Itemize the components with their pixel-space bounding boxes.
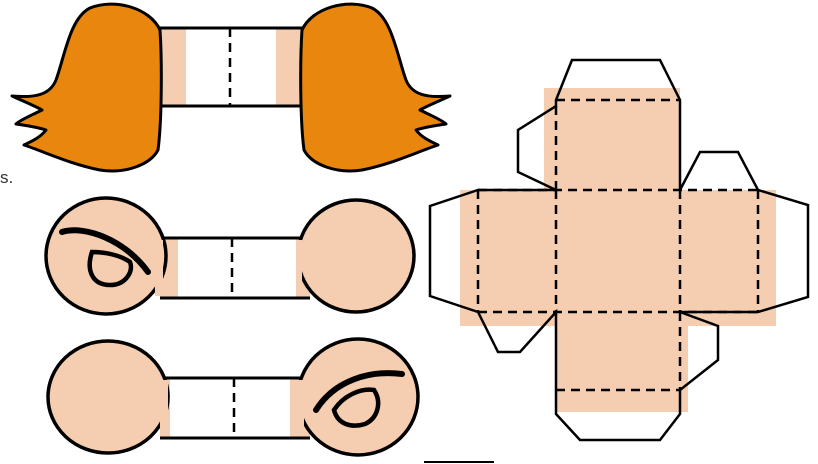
right-eye-face-disc: [296, 337, 420, 457]
cube-fold-lines: [476, 98, 760, 392]
hair-left-lock: [10, 2, 163, 173]
left-eye-face-disc: [44, 196, 168, 316]
right-eye-back-disc: [46, 339, 170, 455]
hair-right-lock: [299, 2, 452, 173]
cut-off-text: s.: [0, 168, 14, 187]
hair-strip: [10, 2, 452, 173]
join-patch: [155, 240, 163, 296]
left-eye-strip: [44, 196, 416, 316]
join-patch: [296, 240, 302, 296]
eye-icon: [331, 387, 381, 428]
eye-icon: [87, 249, 134, 288]
join-patch: [160, 380, 168, 436]
cube-face-top: [544, 88, 680, 190]
cube-face-bottom: [556, 312, 688, 412]
cube-net: [428, 58, 810, 442]
left-eye-back-disc: [296, 198, 416, 314]
eyebrow-icon: [59, 227, 151, 275]
join-patch: [296, 380, 304, 436]
eyebrow-icon: [313, 370, 405, 413]
hair-strip-skin-right: [276, 28, 303, 106]
right-eye-strip: [46, 337, 420, 457]
left-eye-strip-band: [160, 238, 310, 298]
cube-face-middle-row: [460, 190, 776, 326]
